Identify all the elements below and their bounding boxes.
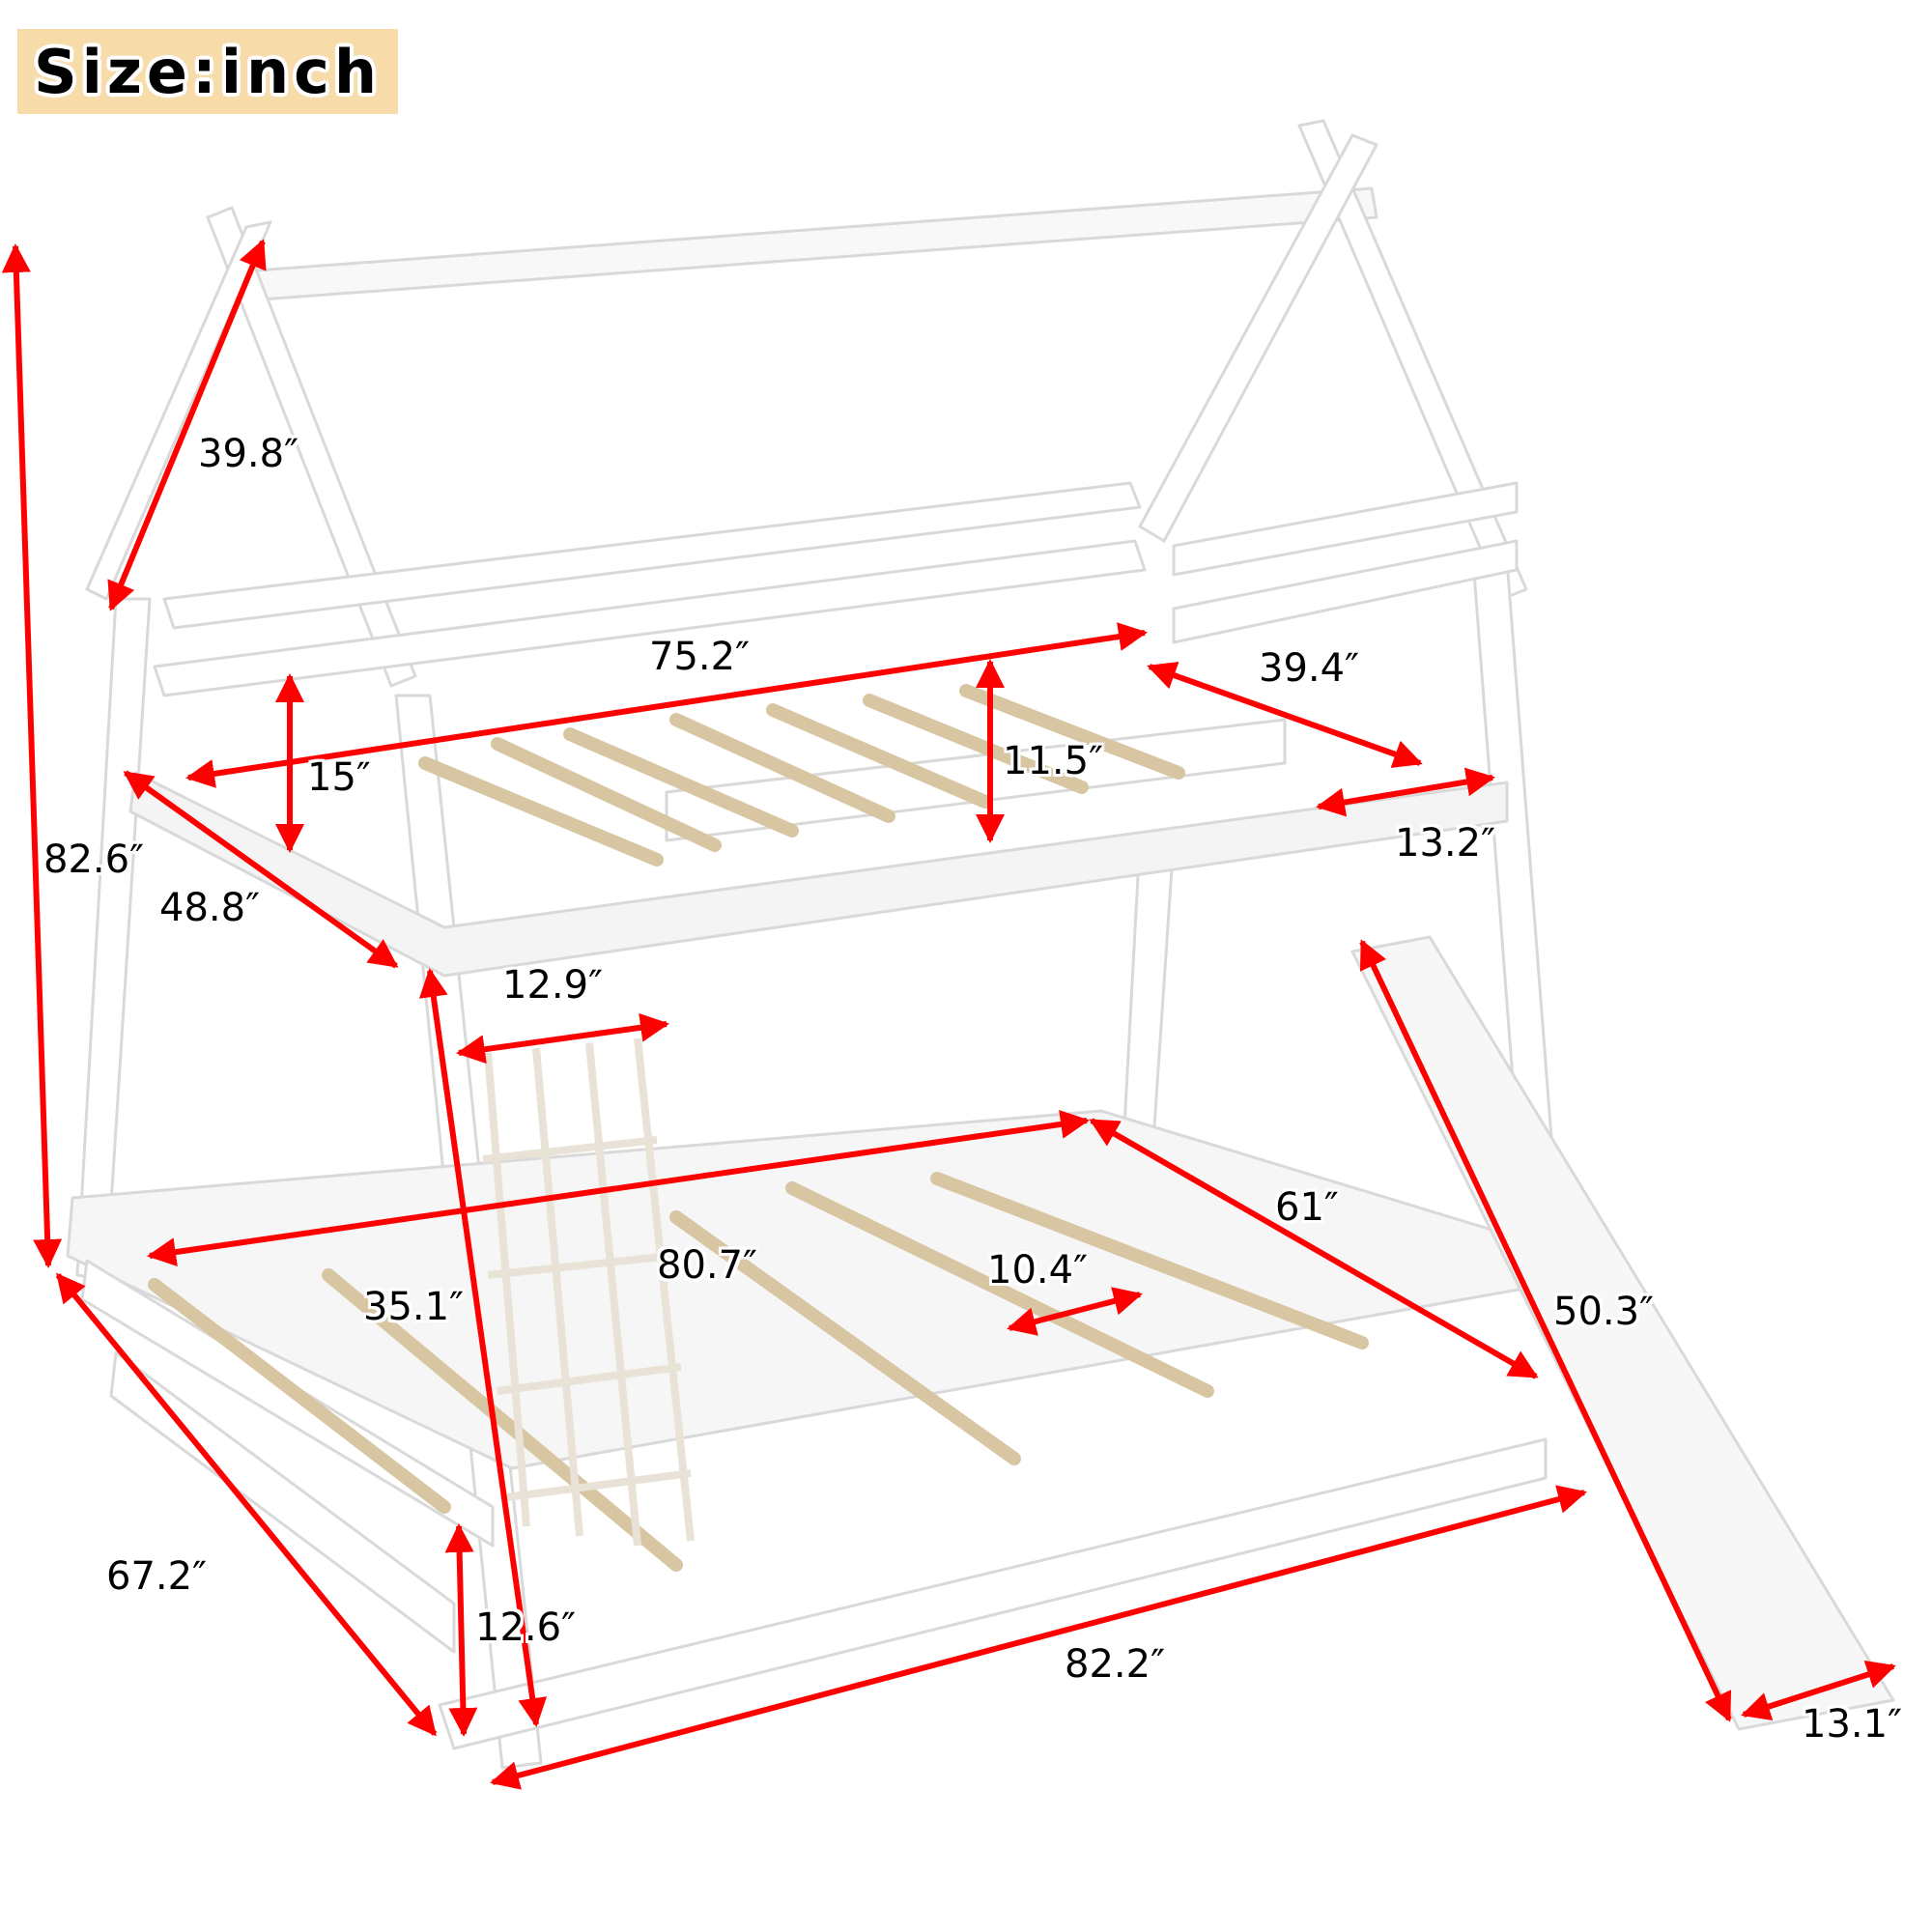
arrow-13-1	[1741, 1661, 1896, 1720]
dim-ladder-width: 13.2″	[1395, 821, 1496, 866]
arrow-50-3	[1359, 939, 1732, 1722]
dim-bottom-guardrail-height: 12.6″	[475, 1605, 577, 1650]
dim-bottom-bunk-length: 80.7″	[657, 1243, 758, 1288]
dim-total-height: 82.6″	[43, 838, 145, 882]
arrow-top-bunk-width	[123, 770, 399, 969]
size-unit-badge: Size:inch	[17, 29, 398, 114]
dim-net-ladder-height: 35.1″	[363, 1285, 465, 1329]
dim-slide-width: 13.1″	[1802, 1702, 1903, 1747]
arrow-top-bunk-length	[185, 622, 1148, 788]
arrow-82-2	[490, 1485, 1587, 1790]
dim-slat-spacing: 10.4″	[987, 1248, 1089, 1293]
dim-roof-slope: 39.8″	[198, 432, 299, 476]
arrow-roof-slope	[107, 239, 267, 611]
size-unit-label: Size:inch	[33, 36, 383, 107]
arrow-12-6	[444, 1523, 478, 1737]
dim-net-ladder-width: 12.9″	[502, 963, 604, 1008]
dim-slide-length: 50.3″	[1553, 1290, 1655, 1334]
dim-overall-length: 82.2″	[1065, 1642, 1166, 1687]
arrow-80-7	[147, 1110, 1090, 1266]
dim-top-bunk-opening: 39.4″	[1259, 646, 1360, 691]
dim-top-guardrail-left: 15″	[307, 755, 371, 800]
arrow-67-2	[55, 1272, 438, 1737]
dim-top-bunk-width: 48.8″	[159, 886, 261, 930]
dim-overall-depth: 67.2″	[106, 1554, 208, 1599]
dim-bottom-bunk-width: 61″	[1275, 1185, 1339, 1230]
dim-top-guardrail-height: 11.5″	[1003, 739, 1104, 783]
dimension-arrows	[1, 239, 1896, 1790]
bed-frame	[66, 119, 1895, 1770]
arrow-10-4	[1007, 1287, 1143, 1336]
dim-top-bunk-length: 75.2″	[649, 635, 751, 679]
arrow-total-height	[1, 243, 63, 1268]
arrow-13-2	[1316, 767, 1495, 817]
arrow-39-4	[1147, 661, 1423, 769]
